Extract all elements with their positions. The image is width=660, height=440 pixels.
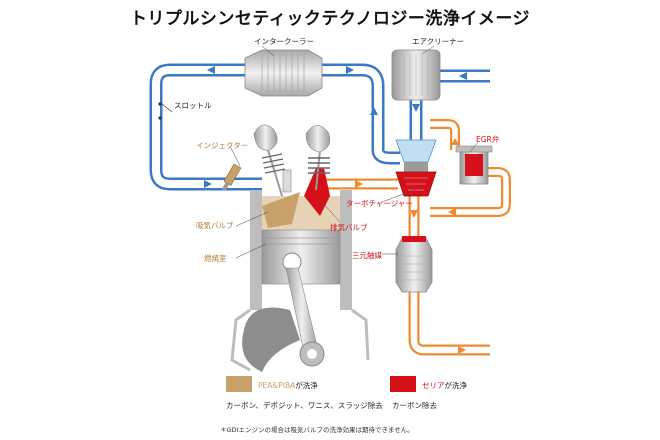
legend-red-desc: カーボン除去 xyxy=(392,401,437,410)
injector xyxy=(221,163,242,192)
arrow-left-icon xyxy=(459,72,467,80)
intercooler xyxy=(244,49,323,97)
label-turbocharger: ターボチャージャー xyxy=(346,199,413,208)
legend-tan-desc: カーボン、デポジット、ワニス、スラッジ除去 xyxy=(226,401,383,410)
arrow-down-icon xyxy=(412,104,420,112)
throttle-dot xyxy=(158,116,162,120)
piston xyxy=(261,229,341,285)
arrow-right-icon xyxy=(204,180,212,188)
arrow-right-icon xyxy=(346,66,354,74)
legend-tan-name: PEA&PIBA xyxy=(258,381,296,390)
label-intercooler: インタークーラー xyxy=(254,37,314,46)
label-combustion-chamber: 燃焼室 xyxy=(204,254,227,263)
catalyst xyxy=(395,236,433,293)
crankshaft xyxy=(242,307,300,372)
legend-red-name: セリア xyxy=(422,381,445,390)
arrow-right-icon xyxy=(458,346,466,354)
intake-pipe-to-intercooler xyxy=(322,63,400,165)
intake-pipes xyxy=(149,63,490,191)
arrow-left-icon xyxy=(207,66,215,74)
label-catalyst: 三元触媒 xyxy=(352,251,382,260)
label-throttle: スロットル xyxy=(174,101,212,110)
turbocharger xyxy=(395,139,437,197)
exhaust-arrows xyxy=(355,138,466,354)
label-exhaust-valve: 排気バルブ xyxy=(330,223,368,232)
footnote: ＊GDIエンジンの場合は吸気バルブの洗浄効果は期待できません。 xyxy=(220,426,414,434)
cam-lobe-exhaust xyxy=(305,125,331,153)
spark-plug xyxy=(282,169,292,193)
label-injector: インジェクター xyxy=(196,141,249,150)
label-intake-valve: 吸気バルブ xyxy=(196,221,234,230)
air-cleaner xyxy=(391,49,441,101)
arrow-left-icon xyxy=(448,208,456,216)
arrow-right-icon xyxy=(355,180,363,188)
legend-swatch-tan xyxy=(226,376,252,392)
intake-arrows xyxy=(204,66,467,188)
legend-red-title: セリアが洗浄 xyxy=(422,380,467,391)
legend-swatch-red xyxy=(390,376,416,392)
legend-tan-suffix: が洗浄 xyxy=(295,381,318,390)
label-egr-valve: EGR弁 xyxy=(476,135,500,144)
arrow-up-icon xyxy=(451,138,459,145)
legend-red-suffix: が洗浄 xyxy=(444,381,468,390)
legend-tan-title: PEA&PIBAが洗浄 xyxy=(258,380,318,391)
label-air-cleaner: エアクリーナー xyxy=(412,37,465,46)
arrow-up-icon xyxy=(370,107,378,115)
intake-valve xyxy=(262,192,300,228)
engine xyxy=(221,124,370,372)
arrow-down-icon xyxy=(410,210,418,218)
cam-lobe-intake xyxy=(253,124,278,151)
exhaust-pipe-cat-out xyxy=(408,290,490,356)
diagram-title: トリプルシンセティックテクノロジー洗浄イメージ xyxy=(129,9,531,29)
throttle-dot xyxy=(158,102,162,106)
egr-valve xyxy=(455,145,493,185)
